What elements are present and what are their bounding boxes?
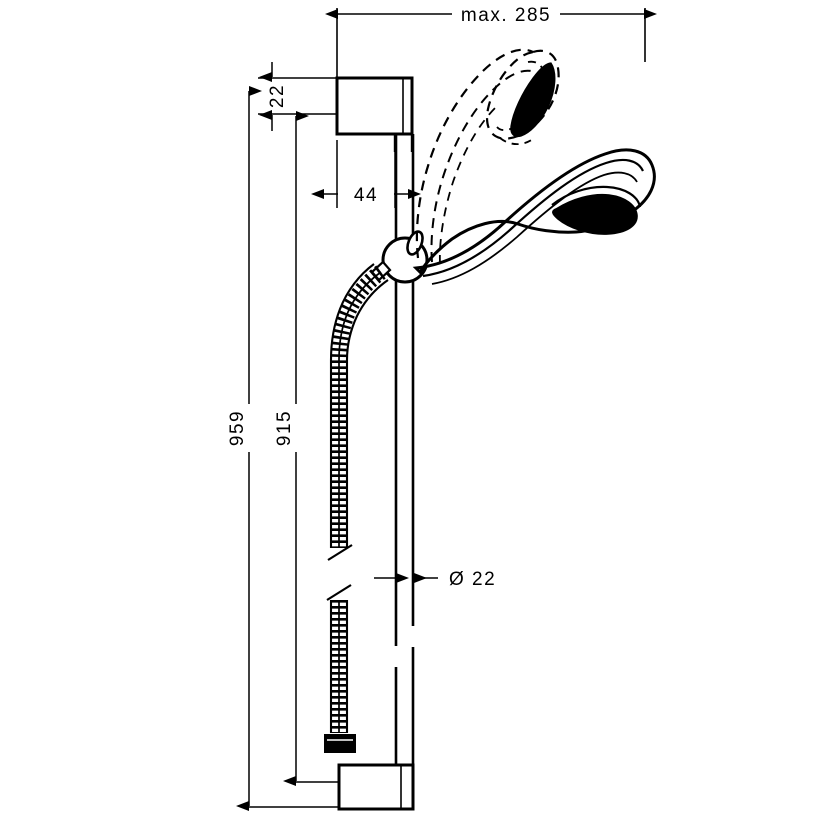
dimension-max-reach: max. 285 [325, 5, 657, 96]
dim-label-wall-projection: 44 [354, 185, 378, 206]
dim-label-rail-diameter: Ø 22 [449, 569, 496, 590]
dim-label-max-reach: max. 285 [461, 5, 551, 26]
hand-shower-spray-face [552, 193, 638, 235]
hand-shower-handle-line-1 [422, 158, 645, 278]
hose-upper-edge-right [345, 279, 389, 548]
sliding-holder-pivot [406, 230, 424, 256]
hose-connector-nut [324, 734, 356, 753]
hose-upper-edge-left [329, 263, 375, 548]
hose-break-line-lower [326, 584, 352, 601]
shower-rail [394, 134, 415, 765]
rail-break-gap-right [409, 626, 419, 647]
hand-shower-face-rim [551, 185, 642, 208]
hand-shower [412, 148, 656, 285]
hand-shower-handle-line-2 [431, 171, 638, 285]
phantom-head-base-arc [499, 137, 534, 146]
dim-label-rail-length: 915 [274, 410, 295, 446]
dim-label-bracket-offset: 22 [267, 84, 288, 108]
hose-connector [324, 734, 356, 753]
hose-break-line-upper [327, 544, 353, 561]
hose-upper-centerline [338, 271, 382, 548]
dimension-rail-diameter: Ø 22 [374, 569, 496, 590]
hand-shower-phantom [415, 48, 560, 265]
lower-wall-bracket [337, 763, 415, 811]
shower-hose [326, 263, 389, 733]
phantom-handle-outer [415, 48, 534, 259]
rail-break [392, 626, 419, 667]
dimension-overall-height: 959 [227, 86, 352, 811]
phantom-handle-mid [438, 106, 497, 265]
rail-break-gap-left [392, 646, 402, 667]
upper-bracket-body [335, 76, 414, 136]
phantom-handle-inner [430, 69, 538, 263]
lower-bracket-body [337, 763, 415, 811]
dim-label-overall-height: 959 [227, 410, 248, 446]
dimension-rail-length: 915 [274, 111, 352, 786]
phantom-spray-face [510, 62, 556, 138]
